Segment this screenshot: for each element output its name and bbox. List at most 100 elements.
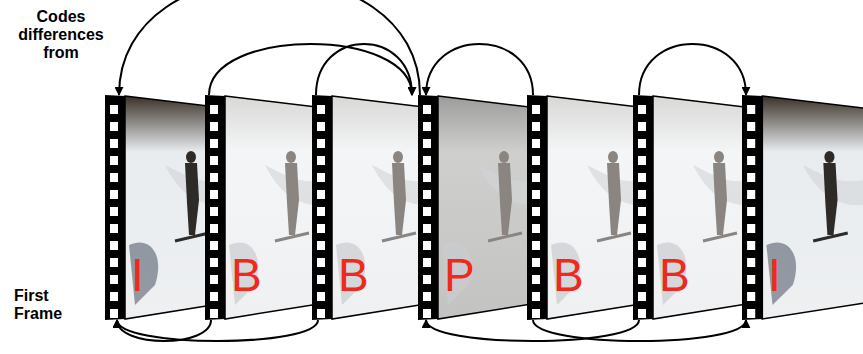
skier-head bbox=[286, 151, 296, 163]
frame-border bbox=[332, 96, 432, 319]
sprocket-hole bbox=[747, 258, 755, 267]
snow-shadow bbox=[766, 242, 796, 305]
skier-body bbox=[285, 163, 299, 235]
sprocket-hole bbox=[423, 292, 431, 301]
sprocket-hole bbox=[423, 139, 431, 148]
reference-arrow bbox=[316, 44, 412, 95]
frame-picture bbox=[225, 96, 325, 319]
frame-picture bbox=[125, 96, 225, 319]
sprocket-hole bbox=[747, 207, 755, 216]
frame-type-letter: I bbox=[131, 252, 144, 298]
sprocket-hole bbox=[110, 309, 118, 318]
ski bbox=[813, 233, 848, 241]
sprocket-hole bbox=[532, 139, 540, 148]
sprocket-hole bbox=[317, 190, 325, 199]
sprocket-hole bbox=[423, 258, 431, 267]
frame-border bbox=[762, 96, 863, 319]
sprocket-hole bbox=[210, 292, 218, 301]
reference-arrow bbox=[117, 320, 211, 341]
sprocket-hole bbox=[210, 275, 218, 284]
skier-head bbox=[824, 151, 834, 163]
sprocket-hole bbox=[638, 292, 646, 301]
sprocket-hole bbox=[317, 156, 325, 165]
skier-head bbox=[186, 151, 196, 163]
annotation-label: Codes differences from bbox=[2, 8, 120, 62]
frame-type-letter: B bbox=[659, 252, 690, 298]
reference-arrow bbox=[117, 320, 318, 341]
sprocket-hole bbox=[747, 122, 755, 131]
video-frame: B bbox=[527, 95, 647, 320]
sprocket-hole bbox=[423, 207, 431, 216]
sprocket-hole bbox=[638, 105, 646, 114]
sprocket-hole bbox=[110, 173, 118, 182]
sprocket-hole bbox=[638, 156, 646, 165]
snow-shadow bbox=[129, 242, 158, 305]
sprocket-hole bbox=[210, 241, 218, 250]
film-strip bbox=[418, 95, 438, 320]
sprocket-hole bbox=[210, 173, 218, 182]
sprocket-hole bbox=[423, 309, 431, 318]
sprocket-hole bbox=[532, 190, 540, 199]
sprocket-hole bbox=[423, 190, 431, 199]
sprocket-hole bbox=[423, 275, 431, 284]
frame-picture bbox=[332, 96, 432, 319]
sprocket-hole bbox=[532, 173, 540, 182]
frame-type-letter: B bbox=[553, 252, 584, 298]
skier-body bbox=[607, 163, 621, 235]
video-frame: I bbox=[742, 95, 863, 320]
frame-border bbox=[653, 96, 753, 319]
video-frame: B bbox=[312, 95, 432, 320]
sprocket-hole bbox=[532, 224, 540, 233]
skier-body bbox=[498, 163, 512, 235]
reference-arrow bbox=[426, 320, 639, 341]
skier-body bbox=[392, 163, 406, 235]
annotation-label: First Frame bbox=[14, 287, 84, 323]
film-strip bbox=[105, 95, 125, 320]
sprocket-hole bbox=[317, 139, 325, 148]
sprocket-hole bbox=[638, 241, 646, 250]
sprocket-hole bbox=[532, 292, 540, 301]
sprocket-hole bbox=[110, 190, 118, 199]
video-frame: B bbox=[633, 95, 753, 320]
film-frame-art bbox=[205, 95, 325, 320]
film-frame-art bbox=[527, 95, 647, 320]
frame-picture bbox=[653, 96, 753, 319]
ski bbox=[488, 233, 522, 241]
skier-head bbox=[393, 151, 403, 163]
skier-head bbox=[499, 151, 509, 163]
sprocket-hole bbox=[317, 292, 325, 301]
sprocket-hole bbox=[747, 292, 755, 301]
reference-arrow bbox=[426, 44, 533, 95]
skier-head bbox=[714, 151, 724, 163]
sprocket-hole bbox=[110, 241, 118, 250]
sprocket-hole bbox=[110, 224, 118, 233]
sprocket-hole bbox=[110, 207, 118, 216]
skier-body bbox=[713, 163, 727, 235]
sprocket-hole bbox=[210, 122, 218, 131]
sprocket-hole bbox=[532, 105, 540, 114]
sprocket-hole bbox=[317, 241, 325, 250]
film-strip bbox=[205, 95, 225, 320]
sprocket-hole bbox=[747, 190, 755, 199]
frame-type-letter: B bbox=[231, 252, 262, 298]
sprocket-hole bbox=[532, 156, 540, 165]
sprocket-hole bbox=[638, 309, 646, 318]
sprocket-hole bbox=[423, 241, 431, 250]
frame-type-letter: B bbox=[338, 252, 369, 298]
frame-picture bbox=[438, 96, 538, 319]
sprocket-hole bbox=[317, 309, 325, 318]
sprocket-hole bbox=[747, 156, 755, 165]
sprocket-hole bbox=[532, 241, 540, 250]
sprocket-hole bbox=[317, 173, 325, 182]
sprocket-hole bbox=[317, 258, 325, 267]
film-frame-art bbox=[742, 95, 863, 320]
reference-arrow bbox=[119, 0, 420, 95]
sprocket-hole bbox=[747, 224, 755, 233]
frame-type-letter: I bbox=[768, 252, 781, 298]
sprocket-hole bbox=[210, 224, 218, 233]
video-frame: P bbox=[418, 95, 538, 320]
ski bbox=[597, 233, 631, 241]
sprocket-hole bbox=[317, 224, 325, 233]
skier-body bbox=[185, 163, 199, 235]
